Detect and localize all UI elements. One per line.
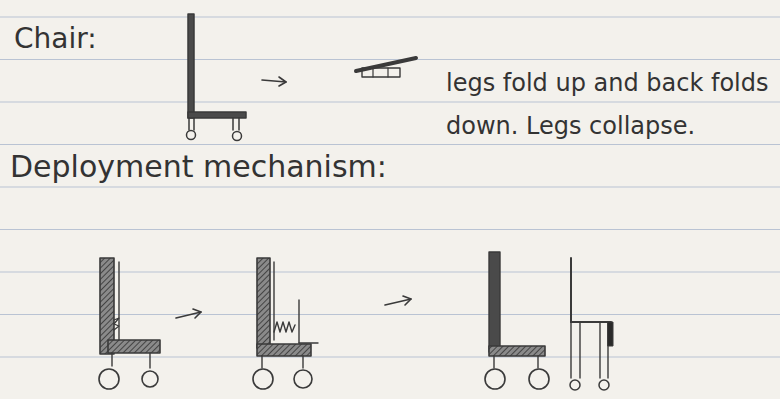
deploy-stage-1 [99,258,160,389]
paper-rules [0,17,780,357]
sketch-arrow [176,309,201,318]
sketch-arrow [385,296,411,305]
note-text: legs fold up and back folds down. Legs c… [446,62,772,147]
deploy-stage-3 [485,252,549,389]
handwritten-heading: Deployment mechanism: [10,146,387,188]
deploy-stage-4 [570,258,613,390]
deploy-stage-2 [253,258,318,389]
sketch-arrow [262,77,286,86]
chair-folded [356,58,416,77]
handwritten-heading: Chair: [14,19,97,59]
chair-upright [187,14,247,141]
